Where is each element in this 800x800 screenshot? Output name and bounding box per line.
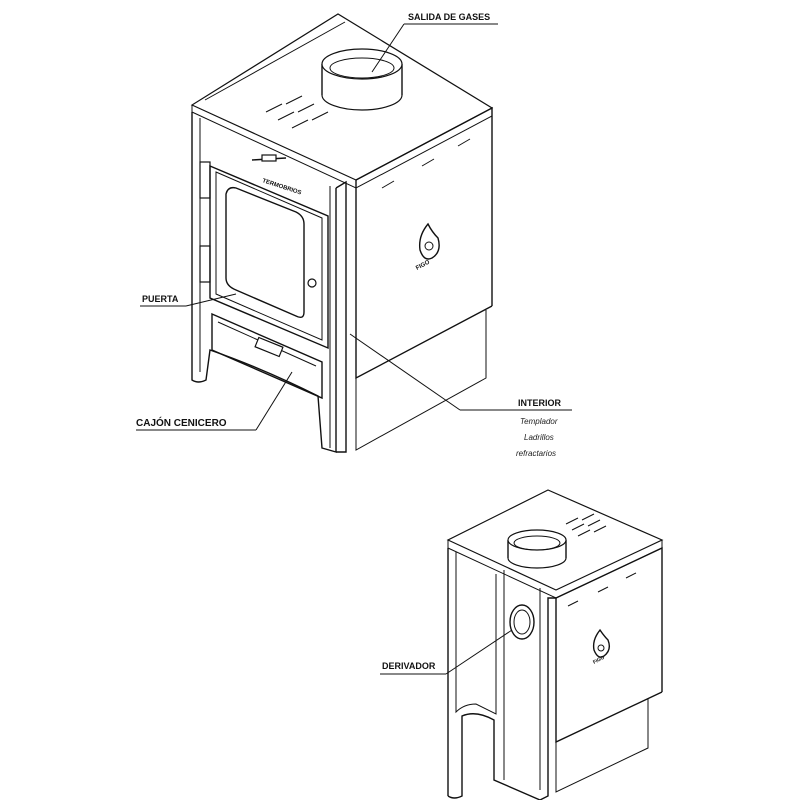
logo-text-bottom: FIGO — [592, 655, 606, 666]
interior-item-ladrillos: Ladrillos — [524, 433, 554, 442]
interior-item-templador: Templador — [520, 417, 558, 426]
door-plate-text: TERMOBRIOS — [261, 178, 302, 196]
leader-lines-top — [136, 23, 572, 431]
door-hinge-upper — [199, 161, 211, 199]
derivador-opening — [509, 604, 535, 640]
label-puerta: PUERTA — [142, 294, 179, 304]
stove-bottom-view: FIGO DERIVADOR — [380, 489, 664, 800]
leader-line-derivador — [380, 629, 513, 675]
stove-side-face: FIGO — [335, 106, 493, 453]
stove-top-view: TERMOBRIOS — [136, 12, 572, 458]
flue-pipe — [321, 48, 403, 111]
label-derivador: DERIVADOR — [382, 661, 436, 671]
top-vent-slots — [265, 95, 329, 129]
ash-drawer — [211, 312, 323, 400]
logo-text-top: FIGO — [415, 259, 431, 271]
label-cajon-cenicero: CAJÓN CENICERO — [136, 416, 227, 429]
flame-logo-icon: FIGO — [415, 222, 440, 272]
top-vent-slots-bottom — [565, 513, 607, 537]
flame-logo-icon-bottom: FIGO — [592, 628, 611, 666]
door-knob — [307, 278, 317, 288]
flue-pipe-bottom — [506, 529, 568, 569]
door-hinge-lower — [199, 245, 211, 283]
label-salida-de-gases: SALIDA DE GASES — [408, 12, 490, 22]
stove-bottom-right-face: FIGO — [555, 546, 663, 793]
stove-bottom-left-face — [447, 548, 556, 800]
label-interior: INTERIOR — [518, 398, 562, 408]
stove-door — [209, 164, 329, 350]
interior-item-refractarios: refractarios — [516, 449, 556, 458]
